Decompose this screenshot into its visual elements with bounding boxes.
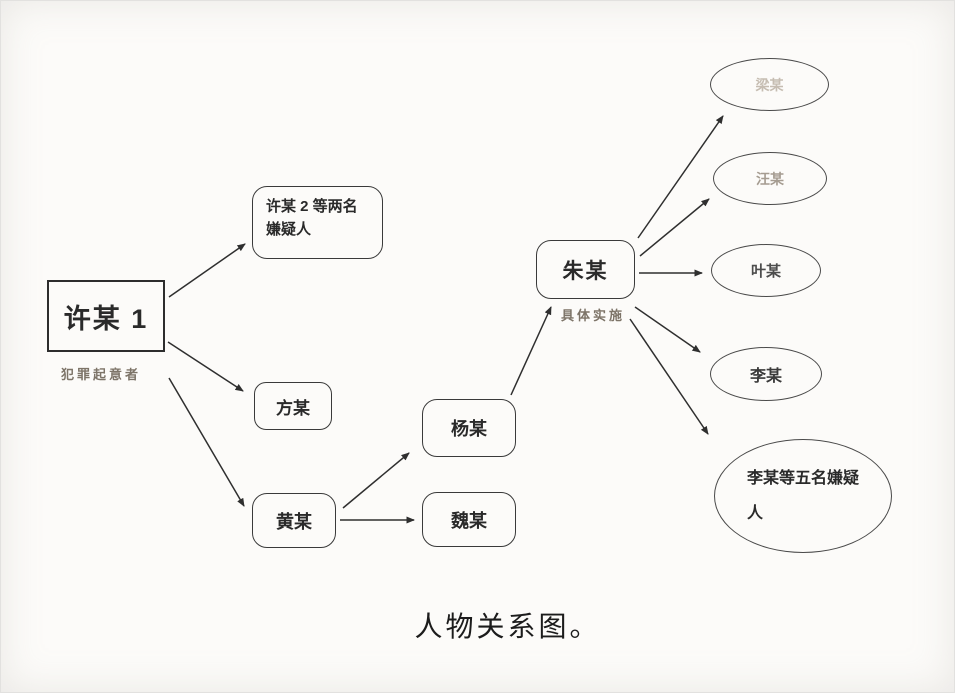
edge-yang-zhu [510, 306, 552, 396]
node-wang-label: 汪某 [756, 170, 784, 187]
node-fang-label: 方某 [276, 398, 310, 418]
node-huang-label: 黄某 [276, 511, 312, 532]
node-liang-label: 梁某 [755, 76, 784, 93]
edge-zhu-li5 [629, 318, 709, 435]
node-xu1-label: 许某 1 [63, 303, 149, 334]
node-ye: 叶某 [711, 244, 821, 297]
node-zhu-sublabel: 具体实施 [561, 308, 626, 323]
node-li-label: 李某 [749, 368, 782, 385]
edge-xu1-xu2 [168, 243, 246, 298]
node-wei-label: 魏某 [451, 510, 487, 531]
edge-zhu-wang [639, 198, 710, 257]
edge-huang-yang [342, 452, 410, 509]
node-yang-label: 杨某 [451, 419, 487, 439]
node-wang: 汪某 [713, 152, 827, 205]
edge-xu1-fang [167, 341, 244, 392]
edge-xu1-huang [168, 377, 245, 507]
node-liang: 梁某 [710, 58, 829, 111]
node-xu2-label: 许某 2 等两名嫌疑人 [266, 198, 358, 239]
diagram-caption: 人物关系图。 [414, 611, 601, 642]
edge-zhu-liang [637, 115, 724, 239]
node-wei: 魏某 [422, 492, 516, 547]
node-xu1: 许某 1 [47, 280, 165, 352]
node-huang: 黄某 [252, 493, 336, 548]
node-yang: 杨某 [422, 399, 516, 457]
node-li5: 李某等五名嫌疑人 [714, 439, 892, 553]
node-li: 李某 [710, 347, 822, 401]
node-li5-label: 李某等五名嫌疑人 [747, 469, 860, 522]
node-ye-label: 叶某 [750, 263, 781, 280]
edge-zhu-li [634, 306, 701, 353]
node-zhu-label: 朱某 [562, 259, 609, 283]
node-xu2: 许某 2 等两名嫌疑人 [252, 186, 383, 259]
node-zhu: 朱某 [536, 240, 635, 299]
node-xu1-sublabel: 犯罪起意者 [61, 367, 142, 382]
node-fang: 方某 [254, 382, 332, 430]
